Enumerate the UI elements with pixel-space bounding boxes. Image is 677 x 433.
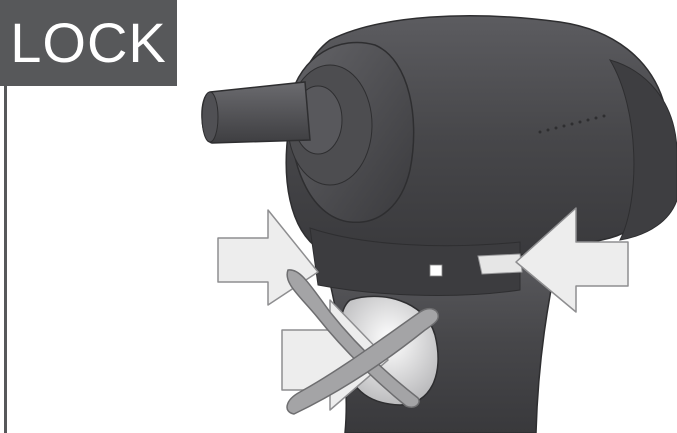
small-indicator <box>430 265 442 276</box>
fwd-rev-switch <box>478 254 522 274</box>
